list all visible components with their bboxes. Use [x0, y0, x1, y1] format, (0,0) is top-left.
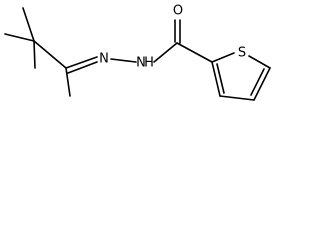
thiophene-ring: [211, 52, 271, 101]
bond-ring-s-c2: [211, 52, 235, 63]
bond-nh-carbonyl: [153, 42, 178, 63]
bond-ring-c4-c5: [253, 67, 271, 101]
bond-carbonyl-to-ring: [176, 42, 213, 63]
atom-label-nitrogen-2: N: [136, 56, 146, 71]
bond-ring-c2-c3-inner: [216, 63, 225, 94]
bond-ring-c4-c5-inner: [250, 68, 265, 96]
atom-label-nitrogen-1: N: [99, 52, 109, 67]
hydrazide-linker: [110, 42, 178, 63]
bond-ring-c5-s: [248, 55, 271, 69]
chemical-structure: N N H O S: [4, 4, 271, 101]
bond-ring-c3-c4: [219, 95, 255, 101]
bond-ring-c2-c3: [211, 61, 221, 97]
bond-methyl-3: [33, 40, 36, 69]
bond-methyl-1: [4, 33, 35, 42]
imine-carbon-group: [65, 56, 98, 97]
tert-butyl-group: [4, 7, 67, 69]
bond-imine-methyl: [65, 67, 71, 97]
bond-c-equals-n-2: [67, 61, 98, 74]
bond-methyl-2: [22, 7, 35, 42]
atom-label-hydrogen: H: [144, 56, 154, 71]
atom-label-oxygen: O: [173, 4, 183, 19]
carbonyl-group: [174, 19, 213, 63]
bond-c-equals-n-1: [65, 56, 98, 69]
atom-label-sulfur: S: [238, 46, 246, 61]
bond-n-n: [110, 58, 137, 63]
bond-quaternary-carbon: [33, 40, 67, 69]
